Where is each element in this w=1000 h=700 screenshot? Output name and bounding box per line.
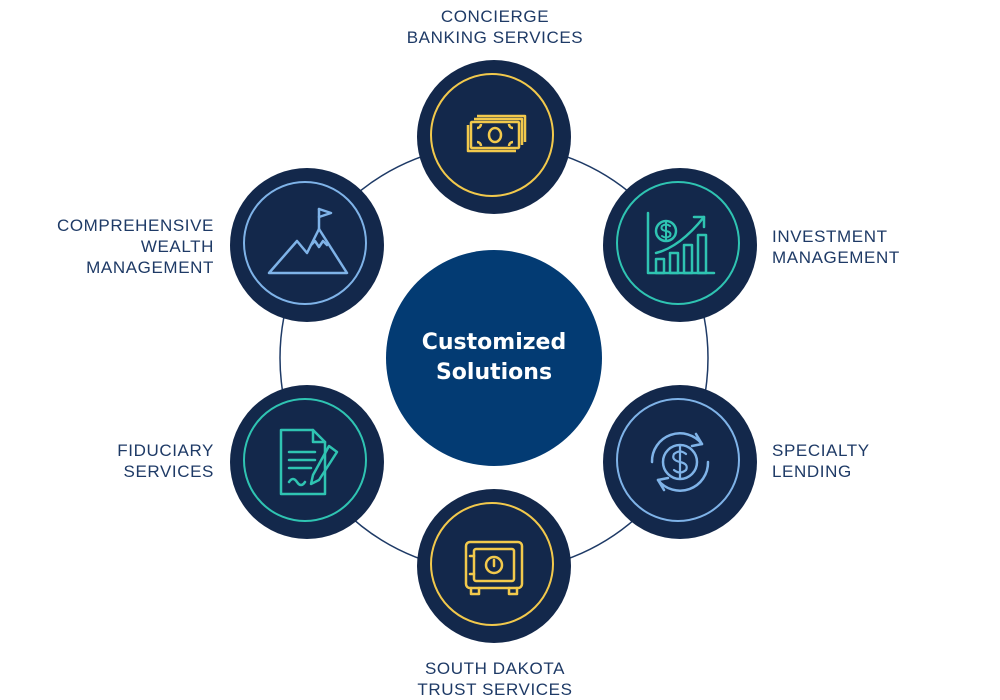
label-south-dakota-trust: SOUTH DAKOTA TRUST SERVICES <box>380 658 610 700</box>
label-fiduciary-services: FIDUCIARY SERVICES <box>20 440 214 482</box>
label-investment-management-line-1: INVESTMENT <box>772 227 888 246</box>
center-hub: Customized Solutions <box>386 250 602 466</box>
center-title: Customized Solutions <box>404 328 584 388</box>
growth-chart-icon <box>646 211 716 275</box>
node-south-dakota-trust <box>417 489 571 643</box>
node-specialty-lending <box>603 385 757 539</box>
center-title-line-1: Customized <box>421 330 567 355</box>
node-comprehensive-wealth <box>230 168 384 322</box>
dollar-cycle-icon <box>650 432 710 492</box>
node-fiduciary-services <box>230 385 384 539</box>
safe-icon <box>464 540 524 596</box>
label-specialty-lending-line-1: SPECIALTY <box>772 441 870 460</box>
label-investment-management-line-2: MANAGEMENT <box>772 248 900 267</box>
label-fiduciary-services-line-1: FIDUCIARY <box>117 441 214 460</box>
label-concierge-banking-line-2: BANKING SERVICES <box>406 28 584 47</box>
node-investment-management <box>603 168 757 322</box>
label-specialty-lending-line-2: LENDING <box>772 462 852 481</box>
label-fiduciary-services-line-2: SERVICES <box>123 462 214 481</box>
label-comprehensive-wealth: COMPREHENSIVE WEALTH MANAGEMENT <box>20 215 214 278</box>
label-comprehensive-wealth-line-3: MANAGEMENT <box>86 258 214 277</box>
label-comprehensive-wealth-line-1: COMPREHENSIVE <box>56 216 214 235</box>
mountain-flag-icon <box>267 207 349 275</box>
label-specialty-lending: SPECIALTY LENDING <box>772 440 972 482</box>
cash-stack-icon <box>466 114 527 153</box>
label-investment-management: INVESTMENT MANAGEMENT <box>772 226 972 268</box>
node-concierge-banking <box>417 60 571 214</box>
signed-document-icon <box>279 428 339 496</box>
label-concierge-banking-line-1: CONCIERGE <box>440 7 550 26</box>
label-south-dakota-trust-line-1: SOUTH DAKOTA <box>424 659 566 678</box>
label-south-dakota-trust-line-2: TRUST SERVICES <box>417 680 573 699</box>
label-concierge-banking: CONCIERGE BANKING SERVICES <box>380 6 610 48</box>
label-comprehensive-wealth-line-2: WEALTH <box>140 237 214 256</box>
center-title-line-2: Solutions <box>435 360 553 385</box>
